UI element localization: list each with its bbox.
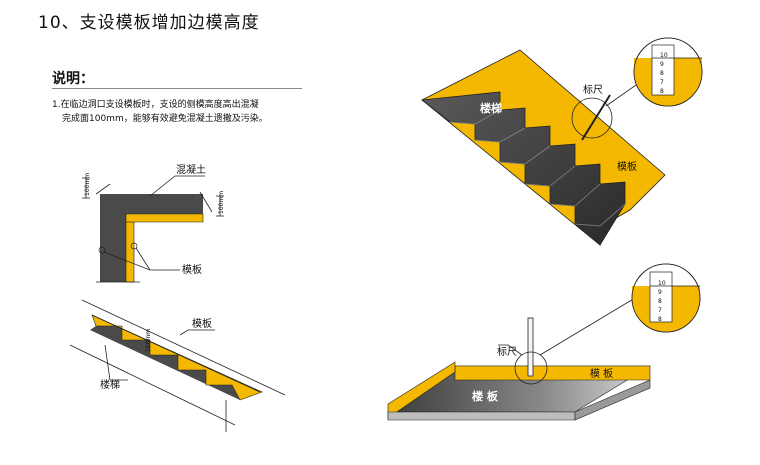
description-note: 1.在临边洞口支设模板时，支设的侧模高度高出混凝 完成面100mm，能够有效避免…: [52, 98, 322, 126]
ruler-zoom-1: 10 9 8 7 8: [633, 37, 703, 107]
slab-ruler: [527, 317, 534, 377]
stair-ruler-callout: [571, 97, 613, 139]
note-line-1: 1.在临边洞口支设模板时，支设的侧模高度高出混凝: [52, 100, 259, 110]
section-detail-figure: 100mm 100mm 混凝土 模板: [82, 163, 225, 283]
tick-8b: 8: [660, 88, 664, 95]
ruler-label-2: 标尺: [497, 346, 517, 358]
slab-ruler-callout: [514, 351, 548, 385]
dim-left-label: 100mm: [84, 173, 91, 196]
note-line-2: 完成面100mm，能够有效避免混凝土遗撒及污染。: [62, 114, 268, 124]
stair-3d-label: 楼梯: [480, 101, 502, 115]
formwork-3d-label: 模板: [617, 160, 637, 173]
formwork-label-2: 模板: [192, 317, 212, 330]
dim-right-label: 100mm: [218, 191, 225, 214]
stair-body-section: [90, 326, 240, 400]
tick2-8b: 8: [658, 316, 662, 323]
stair-label-section: 楼梯: [100, 378, 120, 391]
tick2-7: 7: [658, 307, 662, 314]
slab-edge: [387, 411, 576, 421]
stair-3d-body: [420, 91, 626, 246]
formwork-label-1: 模板: [182, 263, 202, 276]
tick-9: 9: [660, 61, 664, 68]
slab-3d-figure: 楼 板 模 板 标尺 10 9 8 7 8: [387, 263, 701, 421]
stair-dim-label: 100mm: [145, 329, 152, 352]
formwork-horizontal: [125, 213, 204, 223]
tick-10: 10: [660, 52, 668, 59]
ruler-zoom-2: 10 9 8 7 8: [631, 263, 701, 333]
slab-formwork-back: [454, 365, 651, 381]
page-title: 10、支设模板增加边模高度: [38, 13, 260, 33]
stair-3d-figure: 楼梯 模板 标尺 10 9 8 7 8: [420, 37, 703, 247]
tick2-8: 8: [658, 298, 662, 305]
formwork-vertical: [125, 221, 135, 283]
description-heading: 说明：: [52, 71, 94, 87]
slab-formwork-label: 模 板: [590, 367, 613, 380]
tick-8: 8: [660, 70, 664, 77]
divider: [52, 88, 302, 89]
concrete-label: 混凝土: [176, 163, 206, 176]
slab-label: 楼 板: [472, 389, 499, 403]
tick2-9: 9: [658, 289, 662, 296]
tick2-10: 10: [658, 280, 666, 287]
tick-7: 7: [660, 79, 664, 86]
stair-section-figure: 100mm 模板 楼梯: [69, 299, 286, 432]
stair-ruler: [581, 94, 611, 141]
ruler-label-1: 标尺: [583, 84, 603, 96]
